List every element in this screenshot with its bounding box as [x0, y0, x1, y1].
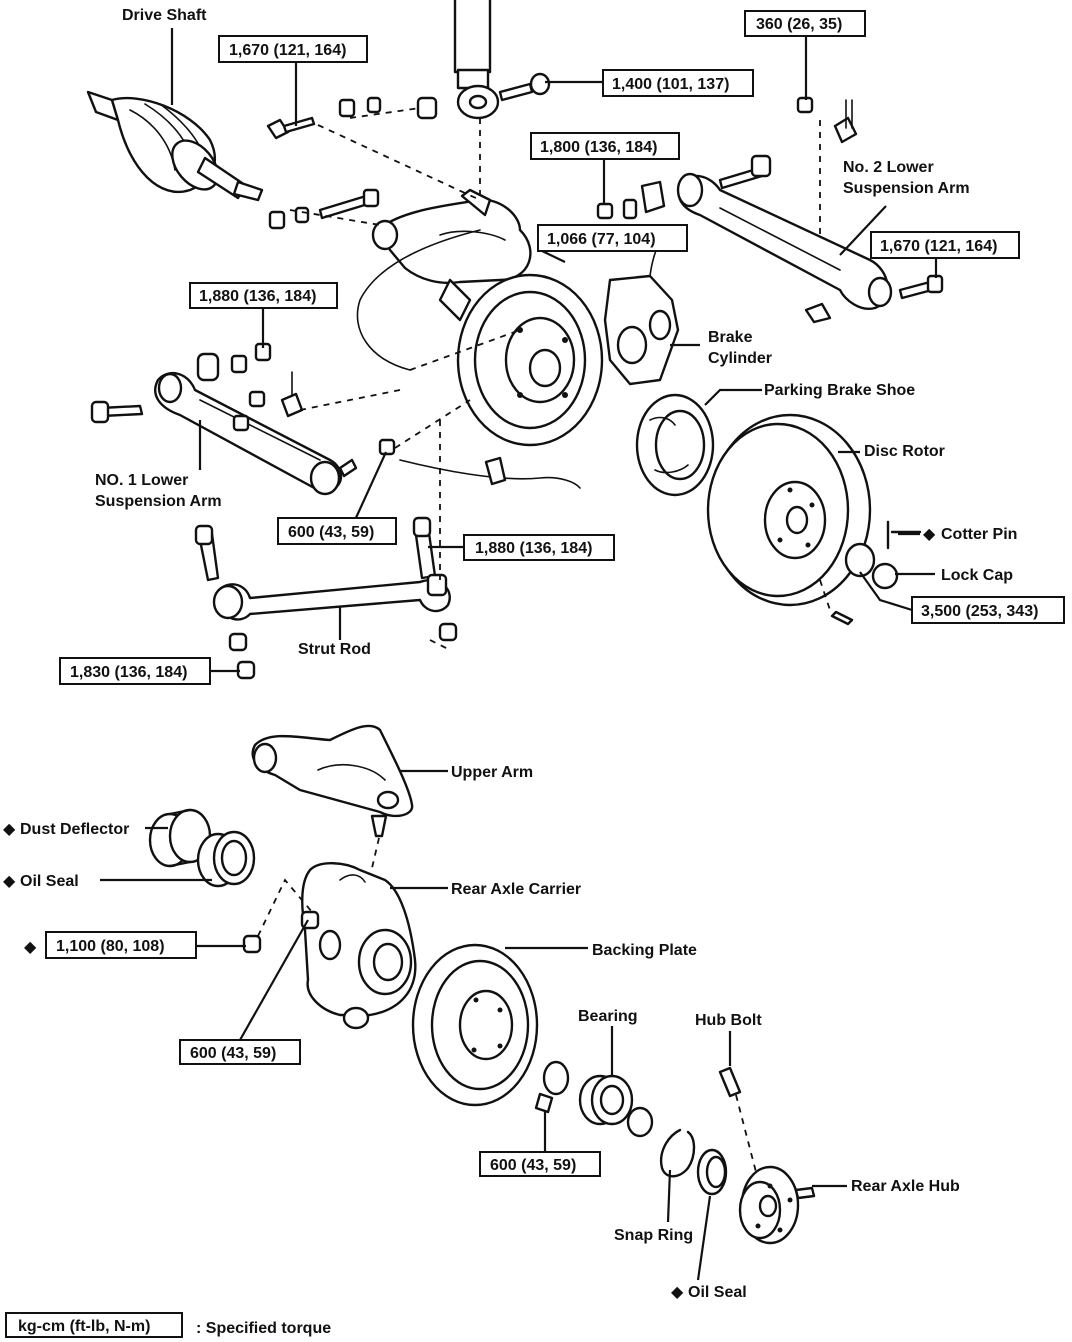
arm-nuts: [596, 96, 858, 220]
parking-brake-cable: [399, 459, 581, 489]
disc-rotor: [706, 413, 872, 607]
svg-text:1,670 (121, 164): 1,670 (121, 164): [229, 42, 346, 59]
label-brake-cylinder-line2: Cylinder: [708, 350, 772, 367]
label-parking-brake-shoe: Parking Brake Shoe: [764, 382, 915, 399]
marker-cotter-pin: ◆: [923, 526, 936, 543]
torque-box-600-b: 600 (43, 59): [179, 1039, 301, 1065]
svg-text:1,400 (101, 137): 1,400 (101, 137): [612, 76, 729, 93]
label-drive-shaft: Drive Shaft: [122, 7, 207, 24]
legend-unit-text: kg-cm (ft-lb, N-m): [18, 1318, 150, 1335]
parking-brake-shoe: [635, 393, 715, 497]
torque-box-1800: 1,800 (136, 184): [530, 132, 680, 160]
torque-box-1400: 1,400 (101, 137): [602, 69, 754, 97]
legend-unit-box: [5, 1312, 183, 1338]
torque-box-1670-top: 1,670 (121, 164): [218, 35, 368, 63]
torque-specs: 1,670 (121, 164) 1,400 (101, 137) 360 (2…: [45, 10, 1065, 1177]
label-snap-ring: Snap Ring: [614, 1227, 693, 1244]
label-brake-cylinder-line1: Brake: [708, 329, 753, 346]
oil-seal-bottom: [696, 1148, 728, 1196]
label-no1-lower-arm-line2: Suspension Arm: [95, 493, 222, 510]
svg-text:3,500 (253, 343): 3,500 (253, 343): [921, 603, 1038, 620]
marker-oil-seal-bottom: ◆: [671, 1284, 684, 1301]
svg-text:1,066 (77, 104): 1,066 (77, 104): [547, 231, 656, 248]
svg-text:1,880 (136, 184): 1,880 (136, 184): [475, 540, 592, 557]
svg-text:1,830 (136, 184): 1,830 (136, 184): [70, 664, 187, 681]
no2-lower-suspension-arm: [676, 154, 944, 324]
torque-box-1670-right: 1,670 (121, 164): [870, 231, 1020, 259]
rear-axle-carrier: [301, 862, 417, 1030]
label-strut-rod: Strut Rod: [298, 641, 371, 658]
torque-box-600-a: 600 (43, 59): [277, 517, 397, 545]
label-no2-lower-arm-line1: No. 2 Lower: [843, 159, 934, 176]
label-oil-seal-bottom: Oil Seal: [688, 1284, 747, 1301]
brake-caliper: [603, 239, 680, 386]
label-no2-lower-arm-line2: Suspension Arm: [843, 180, 970, 197]
svg-text:1,880 (136, 184): 1,880 (136, 184): [199, 288, 316, 305]
backing-plate-top: [456, 273, 604, 447]
strut-rod: [194, 516, 458, 680]
torque-box-1066: 1,066 (77, 104): [537, 224, 688, 252]
drive-shaft: [86, 90, 264, 202]
hub-nut-lockcap-cotterpin: [830, 520, 922, 626]
marker-dust-deflector: ◆: [3, 821, 16, 838]
brake-cable: [356, 229, 481, 371]
svg-text:1,100 (80, 108): 1,100 (80, 108): [56, 938, 165, 955]
torque-box-1830: 1,830 (136, 184): [59, 657, 211, 685]
shock-absorber: [453, 0, 500, 120]
svg-text:1,800 (136, 184): 1,800 (136, 184): [540, 139, 657, 156]
label-lock-cap: Lock Cap: [941, 567, 1013, 584]
upper-arm: [251, 724, 414, 869]
torque-legend: kg-cm (ft-lb, N-m) : Specified torque: [5, 1312, 331, 1338]
label-cotter-pin: Cotter Pin: [941, 526, 1017, 543]
label-bearing: Bearing: [578, 1008, 638, 1025]
svg-text:600 (43, 59): 600 (43, 59): [190, 1045, 276, 1062]
no1-lower-suspension-arm: [90, 371, 358, 496]
bearing: [542, 1060, 654, 1138]
snap-ring: [659, 1128, 696, 1178]
torque-box-360: 360 (26, 35): [744, 10, 866, 37]
label-hub-bolt: Hub Bolt: [695, 1012, 762, 1029]
label-rear-axle-carrier: Rear Axle Carrier: [451, 881, 581, 898]
label-upper-arm: Upper Arm: [451, 764, 533, 781]
legend-meaning: : Specified torque: [196, 1320, 331, 1337]
rear-axle-carrier-top: [371, 188, 532, 322]
marker-torque-1100: ◆: [24, 939, 37, 956]
svg-text:360 (26, 35): 360 (26, 35): [756, 16, 842, 33]
carrier-nuts: [242, 878, 320, 954]
label-backing-plate: Backing Plate: [592, 942, 697, 959]
torque-box-1880-mid: 1,880 (136, 184): [463, 534, 615, 561]
rear-axle-hub: [718, 1066, 816, 1245]
svg-text:1,670 (121, 164): 1,670 (121, 164): [880, 238, 997, 255]
no1-arm-bushings: [196, 342, 396, 456]
torque-box-1880-left: 1,880 (136, 184): [189, 282, 338, 309]
upper-fasteners: [266, 72, 551, 230]
oil-seal-left: [196, 830, 256, 888]
leader-lines: [100, 28, 938, 1281]
cable-bracket: [484, 456, 507, 486]
torque-box-1100: 1,100 (80, 108): [45, 931, 197, 959]
label-rear-axle-hub: Rear Axle Hub: [851, 1178, 960, 1195]
label-disc-rotor: Disc Rotor: [864, 443, 945, 460]
label-no1-lower-arm-line1: NO. 1 Lower: [95, 472, 188, 489]
marker-oil-seal-left: ◆: [3, 873, 16, 890]
torque-box-3500: 3,500 (253, 343): [911, 596, 1065, 624]
backing-plate: [411, 943, 554, 1114]
svg-text:600 (43, 59): 600 (43, 59): [288, 524, 374, 541]
label-oil-seal-left: Oil Seal: [20, 873, 79, 890]
part-labels: Drive Shaft No. 2 Lower Suspension Arm B…: [3, 7, 1017, 1301]
label-dust-deflector: Dust Deflector: [20, 821, 129, 838]
alignment-lines-top: [289, 107, 831, 651]
torque-box-600-c: 600 (43, 59): [479, 1151, 601, 1177]
svg-text:600 (43, 59): 600 (43, 59): [490, 1157, 576, 1174]
